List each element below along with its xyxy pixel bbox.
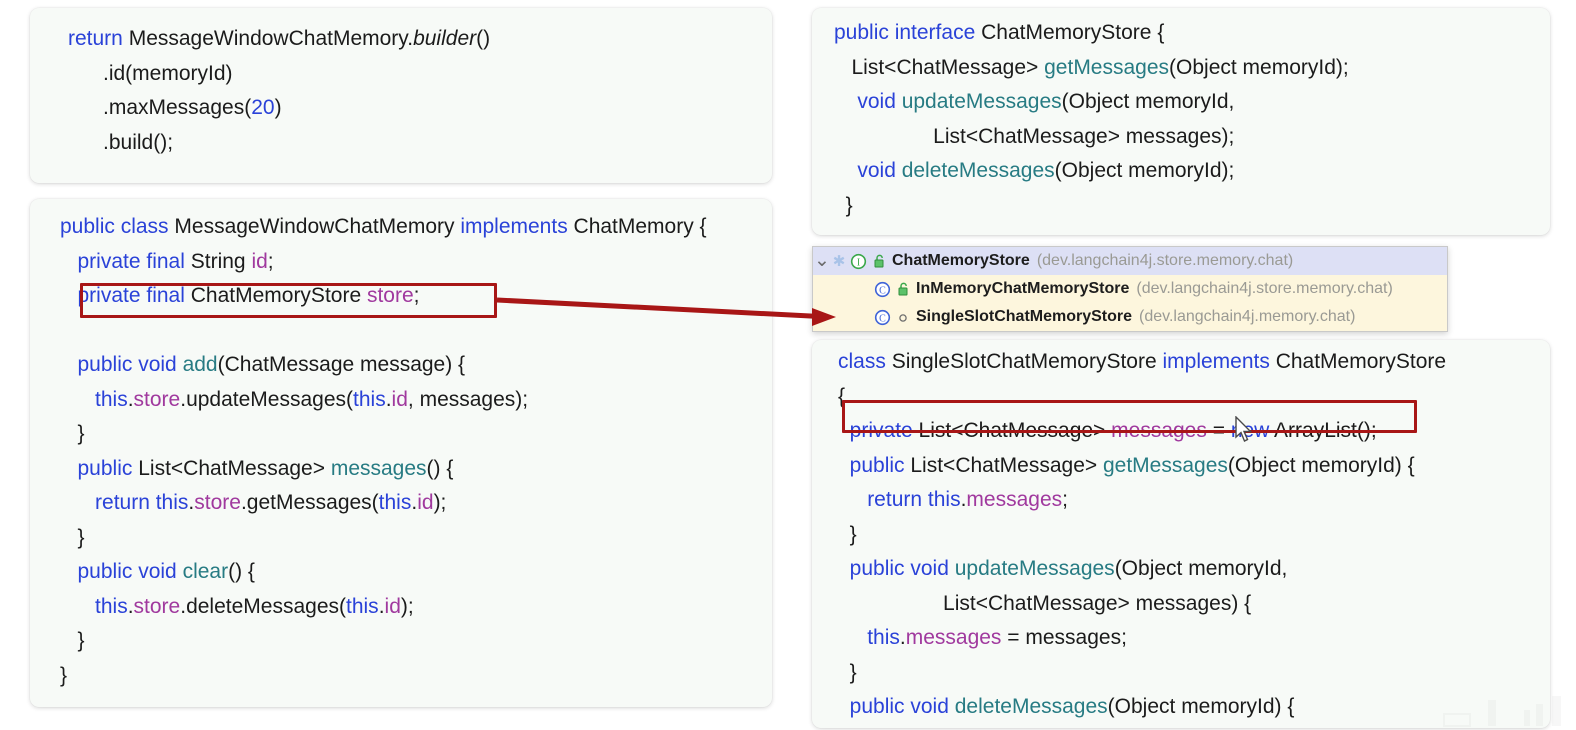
code-line: return this.messages; <box>867 488 1068 511</box>
builder-code-card: return MessageWindowChatMemory.builder()… <box>30 8 772 183</box>
code-line: .id(memoryId) <box>68 61 233 85</box>
lock-icon <box>869 254 889 268</box>
code-line: } <box>60 422 85 445</box>
hierarchy-row-package: (dev.langchain4j.store.memory.chat) <box>1036 252 1294 269</box>
single-slot-chat-memory-store-card: class SingleSlotChatMemoryStore implemen… <box>812 340 1550 728</box>
code-line: void updateMessages(Object memoryId, <box>857 90 1235 113</box>
code-line: void deleteMessages(Object memoryId); <box>857 159 1235 182</box>
hierarchy-row-name: SingleSlotChatMemoryStore <box>916 308 1133 325</box>
marker-placeholder-icon: ✱ <box>855 280 871 298</box>
code-line: } <box>838 522 857 546</box>
decorative-artifacts <box>1443 696 1561 727</box>
message-window-chat-memory-code-block: public class MessageWindowChatMemory imp… <box>30 199 772 693</box>
class-icon: C <box>871 281 893 298</box>
code-line: this.messages = messages; <box>867 626 1127 649</box>
chevron-placeholder-icon: ⌄ <box>837 281 855 297</box>
code-line: } <box>60 629 85 652</box>
chat-memory-store-interface-code-block: public interface ChatMemoryStore { List<… <box>812 8 1550 223</box>
interface-icon: I <box>847 253 869 270</box>
lock-icon <box>893 282 913 296</box>
code-line <box>60 314 772 349</box>
chat-memory-store-interface-card: public interface ChatMemoryStore { List<… <box>812 8 1550 235</box>
code-line: public void add(ChatMessage message) { <box>60 353 466 376</box>
code-line: this.store.deleteMessages(this.id); <box>95 594 414 618</box>
code-line: List<ChatMessage> messages); <box>834 124 1235 148</box>
hierarchy-row-name: ChatMemoryStore <box>892 252 1030 269</box>
hierarchy-row-package: (dev.langchain4j.memory.chat) <box>1139 308 1356 325</box>
code-line: List<ChatMessage> getMessages(Object mem… <box>834 55 1349 79</box>
svg-text:I: I <box>856 257 859 268</box>
code-line: this.store.updateMessages(this.id, messa… <box>95 387 529 411</box>
code-line: } <box>60 525 85 549</box>
code-line: public class MessageWindowChatMemory imp… <box>60 215 707 238</box>
svg-text:C: C <box>879 285 886 296</box>
svg-text:C: C <box>879 313 886 324</box>
hierarchy-row-chat-memory-store[interactable]: ⌄✱ I ChatMemoryStore (dev.langchain4j.store… <box>813 247 1447 275</box>
builder-code-block: return MessageWindowChatMemory.builder()… <box>30 8 772 160</box>
code-line: public List<ChatMessage> messages() { <box>60 456 454 480</box>
chevron-down-icon[interactable]: ⌄ <box>814 250 830 271</box>
code-line: public void clear() { <box>60 560 255 583</box>
code-line: } <box>834 193 853 217</box>
hierarchy-row-single-slot-chat-memory-store[interactable]: ⌄✱ C SingleSlotChatMemoryStore (dev.langcha… <box>813 303 1447 331</box>
asterisk-icon: ✱ <box>832 253 846 270</box>
code-line: } <box>838 660 857 684</box>
single-slot-chat-memory-store-code-block: class SingleSlotChatMemoryStore implemen… <box>812 340 1550 728</box>
message-window-chat-memory-card: public class MessageWindowChatMemory imp… <box>30 199 772 707</box>
marker-placeholder-icon: ✱ <box>855 308 871 326</box>
hierarchy-row-name: InMemoryChatMemoryStore <box>916 280 1130 297</box>
code-line: .build(); <box>68 130 174 154</box>
code-line: public List<ChatMessage> getMessages(Obj… <box>849 453 1415 477</box>
code-line: public void deleteMessages(Object memory… <box>849 695 1295 718</box>
code-line: .maxMessages(20) <box>68 96 282 119</box>
code-line: } <box>60 663 68 687</box>
code-line: public interface ChatMemoryStore { <box>834 21 1165 44</box>
code-line: return MessageWindowChatMemory.builder() <box>68 27 491 50</box>
code-line: List<ChatMessage> messages) { <box>838 591 1252 615</box>
code-line: return this.store.getMessages(this.id); <box>95 491 447 514</box>
code-line: public void updateMessages(Object memory… <box>849 557 1288 580</box>
code-line: private final ChatMemoryStore store; <box>60 284 420 307</box>
hierarchy-row-in-memory-chat-memory-store[interactable]: ⌄✱ C InMemoryChatMemoryStore (dev.langchain… <box>813 275 1447 303</box>
package-private-icon <box>893 310 913 324</box>
hierarchy-row-package: (dev.langchain4j.store.memory.chat) <box>1136 280 1393 297</box>
code-line: private final String id; <box>60 249 274 273</box>
class-icon: C <box>871 309 893 326</box>
code-line: { <box>838 384 846 408</box>
code-line: class SingleSlotChatMemoryStore implemen… <box>838 350 1447 373</box>
code-line: private List<ChatMessage> messages = new… <box>849 419 1377 442</box>
chevron-placeholder-icon: ⌄ <box>837 309 855 325</box>
